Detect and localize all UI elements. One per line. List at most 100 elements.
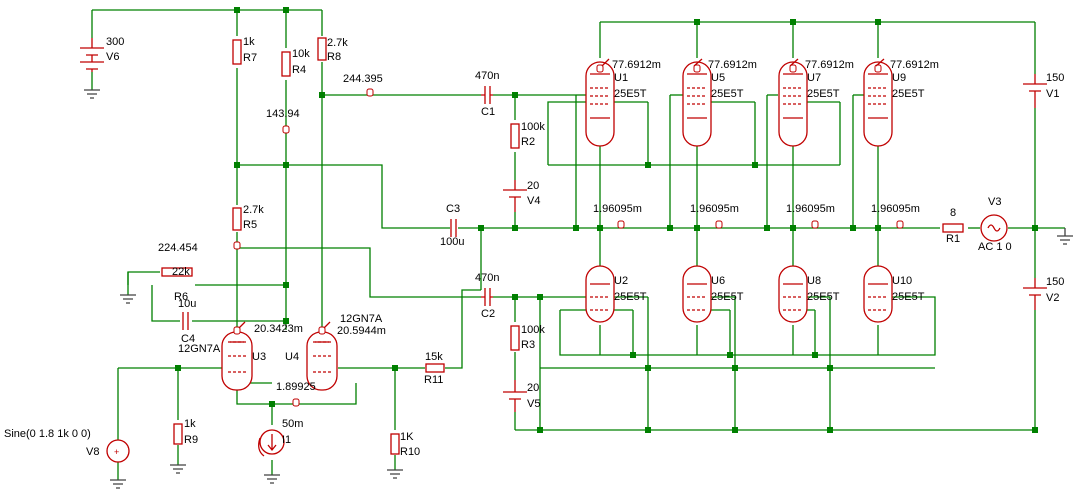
v6-name: V6 (106, 51, 119, 63)
u3-name: U3 (252, 351, 266, 363)
tube-u10 (863, 265, 893, 323)
batteries (80, 38, 1047, 412)
r11-value: 15k (425, 351, 443, 363)
tube-u6 (682, 265, 712, 323)
probe-out-2: 1.96095m (690, 203, 739, 215)
r7-value: 1k (243, 36, 255, 48)
resistor-r11 (425, 363, 445, 373)
u2-name: U2 (614, 275, 628, 287)
junctions (175, 7, 1038, 433)
r8-value: 2.7k (327, 37, 348, 49)
tube-u2 (585, 265, 615, 323)
resistor-r10 (390, 433, 400, 455)
resistor-r5 (232, 207, 242, 231)
v6-value: 300 (106, 36, 124, 48)
r7-name: R7 (243, 52, 257, 64)
tube-u8 (778, 265, 808, 323)
v2-value: 150 (1046, 276, 1064, 288)
probe-20-3423m: 20.3423m (254, 323, 303, 335)
u6-name: U6 (711, 275, 725, 287)
u8-value: 25E5T (807, 291, 840, 303)
resistors (161, 37, 964, 455)
tube-u7 (778, 61, 808, 147)
r6-value: 22k (172, 266, 190, 278)
c4-name: C4 (181, 333, 195, 345)
c3-value: 100u (440, 236, 464, 248)
v5-name: V5 (527, 398, 540, 410)
ground-r10 (387, 469, 403, 479)
u5-name: U5 (711, 72, 725, 84)
probe-out-1: 1.96095m (593, 203, 642, 215)
capacitor-c1 (484, 86, 491, 104)
c1-value: 470n (475, 70, 499, 82)
r4-value: 10k (292, 48, 310, 60)
v8-value: Sine(0 1.8 1k 0 0) (4, 428, 91, 440)
probe-u7: 77.6912m (805, 59, 854, 71)
r3-name: R3 (521, 339, 535, 351)
u4-name: U4 (285, 351, 299, 363)
probe-out-4: 1.96095m (871, 203, 920, 215)
c2-name: C2 (481, 308, 495, 320)
u1-value: 25E5T (614, 88, 647, 100)
current-source-i1 (259, 429, 285, 455)
v4-value: 20 (527, 180, 539, 192)
probe-values: 244.395 143.94 224.454 20.3423m 20.5944m… (158, 59, 939, 393)
probe-224: 224.454 (158, 242, 198, 254)
i1-value: 50m (282, 418, 303, 430)
r10-value: 1K (400, 431, 414, 443)
c2-value: 470n (475, 272, 499, 284)
v5-value: 20 (527, 382, 539, 394)
u2-value: 25E5T (614, 291, 647, 303)
i1-name: I1 (282, 434, 291, 446)
battery-v6 (80, 38, 104, 72)
ground-output (1057, 228, 1073, 245)
battery-v2 (1023, 278, 1047, 310)
u3-value: 12GN7A (178, 343, 221, 355)
v8-name: V8 (86, 446, 99, 458)
r4-name: R4 (292, 64, 306, 76)
u8-name: U8 (807, 275, 821, 287)
v3-name: V3 (988, 196, 1001, 208)
u7-name: U7 (807, 72, 821, 84)
resistor-r1 (942, 223, 964, 233)
sine-source-v8 (106, 439, 130, 463)
tube-u3 (221, 331, 253, 391)
r9-value: 1k (184, 418, 196, 430)
probe-143: 143.94 (266, 108, 300, 120)
probe-out-3: 1.96095m (786, 203, 835, 215)
sources: + (106, 214, 1008, 463)
r3-value: 100k (521, 324, 545, 336)
u7-value: 25E5T (807, 88, 840, 100)
ground-v8 (110, 479, 126, 489)
r6-name: R6 (174, 291, 188, 303)
r5-name: R5 (243, 219, 257, 231)
probe-markers (233, 58, 904, 407)
capacitors (182, 86, 493, 330)
r1-value: 8 (950, 207, 956, 219)
resistor-r8 (317, 37, 327, 61)
ground-r6 (120, 294, 136, 304)
battery-v5 (503, 380, 527, 412)
tubes (221, 61, 893, 391)
resistor-r6 (161, 267, 193, 277)
grounds (84, 89, 1073, 489)
r9-name: R9 (184, 434, 198, 446)
probe-u5: 77.6912m (708, 59, 757, 71)
v4-name: V4 (527, 195, 540, 207)
capacitor-c4 (182, 312, 189, 330)
r1-name: R1 (946, 233, 960, 245)
r2-value: 100k (521, 121, 545, 133)
svg-text:+: + (114, 447, 119, 457)
resistor-r4 (281, 51, 291, 77)
resistor-r3 (510, 325, 520, 351)
c3-name: C3 (446, 203, 460, 215)
probe-244: 244.395 (343, 73, 383, 85)
ground-v6 (84, 89, 100, 99)
tube-u9 (863, 61, 893, 147)
resistor-r2 (510, 123, 520, 149)
capacitor-c2 (484, 288, 491, 306)
u10-name: U10 (892, 275, 912, 287)
v1-value: 150 (1046, 72, 1064, 84)
v2-name: V2 (1046, 292, 1059, 304)
